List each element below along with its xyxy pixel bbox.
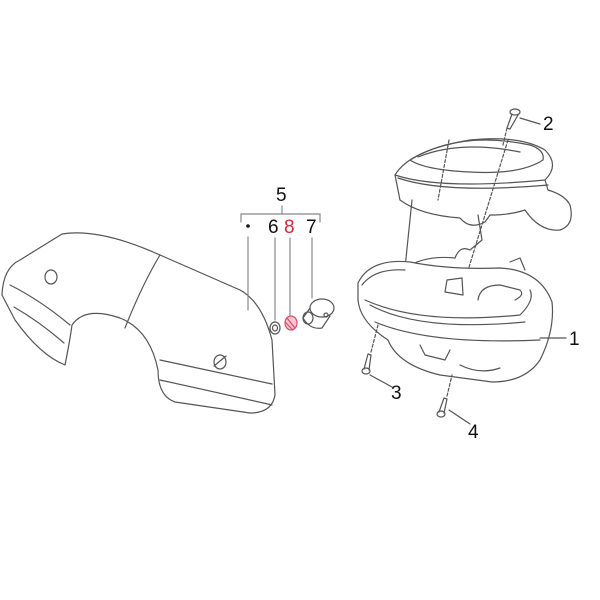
callout-2: 2 [543,114,554,135]
callout-4: 4 [468,422,479,443]
group-bracket-5 [240,205,321,223]
screw-3 [361,324,393,388]
callout-6: 6 [268,217,279,238]
callout-3: 3 [391,383,402,404]
screw-4 [436,374,471,425]
callout-8-highlighted: 8 [284,217,295,238]
windshield-panel [1,232,276,414]
callout-1: 1 [569,329,580,350]
spring-washer-part [284,315,298,331]
callout-7: 7 [306,217,317,238]
bushing-part [302,298,335,329]
lower-headset-cover [357,257,554,383]
screw-2 [502,108,541,146]
mount-hole-icon [44,269,58,285]
callout-5: 5 [276,185,287,206]
upper-headset-cover [394,138,572,231]
spacer-part [269,321,281,335]
